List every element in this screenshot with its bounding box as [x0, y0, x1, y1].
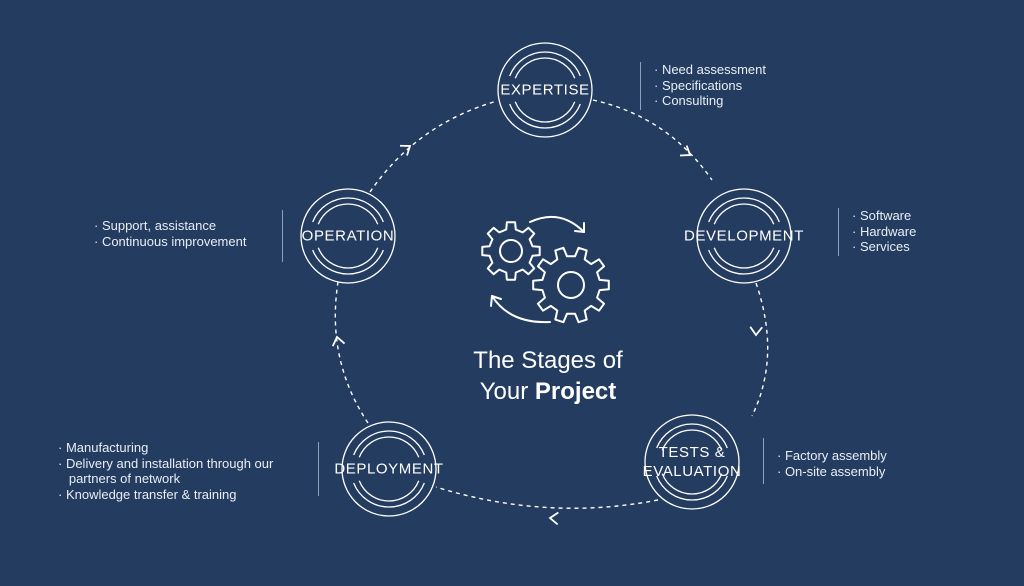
- divider-deployment: [318, 442, 319, 496]
- gears-cycle-icon: [481, 215, 610, 324]
- list-item: · Hardware: [852, 223, 917, 239]
- list-item: · Manufacturing: [58, 440, 149, 455]
- bullets-operation: · Support, assistance · Continuous impro…: [94, 218, 246, 249]
- stage-circle-deployment: [341, 421, 437, 517]
- divider-tests-evaluation: [763, 438, 764, 484]
- divider-operation: [282, 210, 283, 262]
- divider-expertise: [640, 62, 641, 110]
- stage-label-deployment: DEPLOYMENT: [334, 460, 444, 478]
- stage-circle-development: [696, 188, 792, 284]
- list-item: · On-site assembly: [777, 463, 886, 479]
- stage-circle-tests-evaluation: [644, 414, 740, 510]
- bullets-development: · Software · Hardware · Services: [852, 208, 916, 255]
- list-item: · Continuous improvement: [94, 233, 247, 249]
- title-line-2: Your Project: [479, 378, 617, 405]
- cycle-arrow-bottom-icon: [490, 295, 551, 324]
- arrowhead-4: [399, 144, 412, 156]
- list-item: · Consulting: [654, 93, 724, 108]
- list-item: · Need assessment: [654, 62, 766, 77]
- stage-label-development: DEVELOPMENT: [684, 227, 804, 245]
- small-gear-icon: [481, 221, 541, 281]
- divider-development: [838, 208, 839, 256]
- stage-label-operation: OPERATION: [301, 227, 395, 245]
- stage-label-expertise: EXPERTISE: [500, 81, 590, 99]
- connector-4: [369, 100, 498, 193]
- large-gear-icon: [532, 246, 610, 324]
- stage-circle-expertise: [497, 42, 593, 138]
- list-item: · Knowledge transfer & training: [58, 486, 237, 502]
- stage-label-tests-evaluation: TESTS & EVALUATION: [642, 444, 742, 480]
- arrowhead-3: [331, 335, 346, 347]
- connector-3: [334, 281, 369, 424]
- list-item: · Delivery and installation through our: [58, 455, 274, 471]
- list-item: · Software: [852, 208, 912, 223]
- cycle-arrow-top-icon: [529, 215, 585, 233]
- bullets-tests-evaluation: · Factory assembly · On-site assembly: [777, 448, 887, 479]
- list-item: · Factory assembly: [777, 448, 887, 463]
- list-item: partners of network: [58, 471, 181, 486]
- connector-2: [435, 486, 659, 509]
- stage-circles: [300, 42, 792, 517]
- list-item: · Services: [852, 239, 910, 254]
- cycle-connectors: [331, 99, 769, 526]
- bullets-deployment: · Manufacturing · Delivery and installat…: [58, 440, 273, 502]
- connector-0: [592, 99, 713, 181]
- arrowhead-1: [749, 326, 763, 337]
- bullets-expertise: · Need assessment · Specifications · Con…: [654, 62, 766, 109]
- title-line-1: The Stages of: [473, 347, 623, 374]
- stage-circle-operation: [300, 188, 396, 284]
- connector-1: [751, 282, 769, 417]
- arrowhead-0: [679, 145, 692, 157]
- list-item: · Specifications: [654, 77, 743, 93]
- arrowhead-2: [548, 511, 559, 526]
- list-item: · Support, assistance: [94, 218, 217, 233]
- center-title: The Stages of Your Project: [473, 345, 622, 407]
